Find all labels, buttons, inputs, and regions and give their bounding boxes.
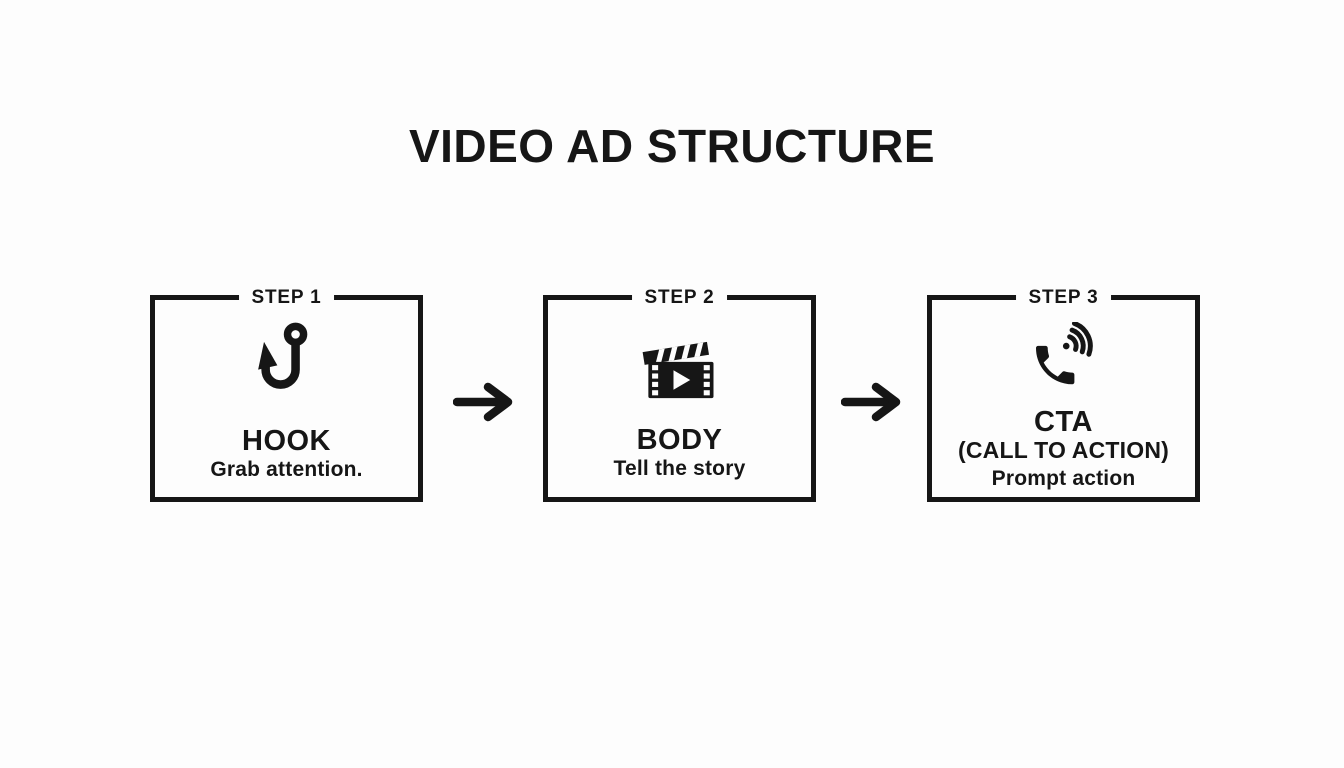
step-heading: BODY (636, 424, 723, 456)
page-title: VIDEO AD STRUCTURE (408, 120, 936, 172)
right-arrow-icon (453, 379, 515, 425)
step-box-hook: STEP 1 HOOK Grab attention. (150, 287, 423, 502)
step-heading: CTA (1034, 406, 1093, 438)
step-description: Grab attention. (210, 458, 363, 481)
step-description: Tell the story (613, 457, 746, 480)
step-heading: HOOK (242, 425, 331, 457)
right-arrow-icon (841, 379, 903, 425)
step-box-body: STEP 2 (543, 287, 816, 502)
clapperboard-play-icon (636, 333, 724, 400)
step-label: STEP 2 (631, 287, 728, 309)
step-box-cta: STEP 3 CTA (CALL TO ACTION) Prompt actio… (927, 287, 1200, 502)
step-label: STEP 3 (1015, 287, 1112, 309)
step-label: STEP 1 (238, 287, 335, 309)
step-description: Prompt action (991, 467, 1136, 490)
fishing-hook-icon (256, 319, 318, 401)
step-subheading: (CALL TO ACTION) (957, 437, 1170, 463)
phone-call-icon (1025, 320, 1102, 394)
